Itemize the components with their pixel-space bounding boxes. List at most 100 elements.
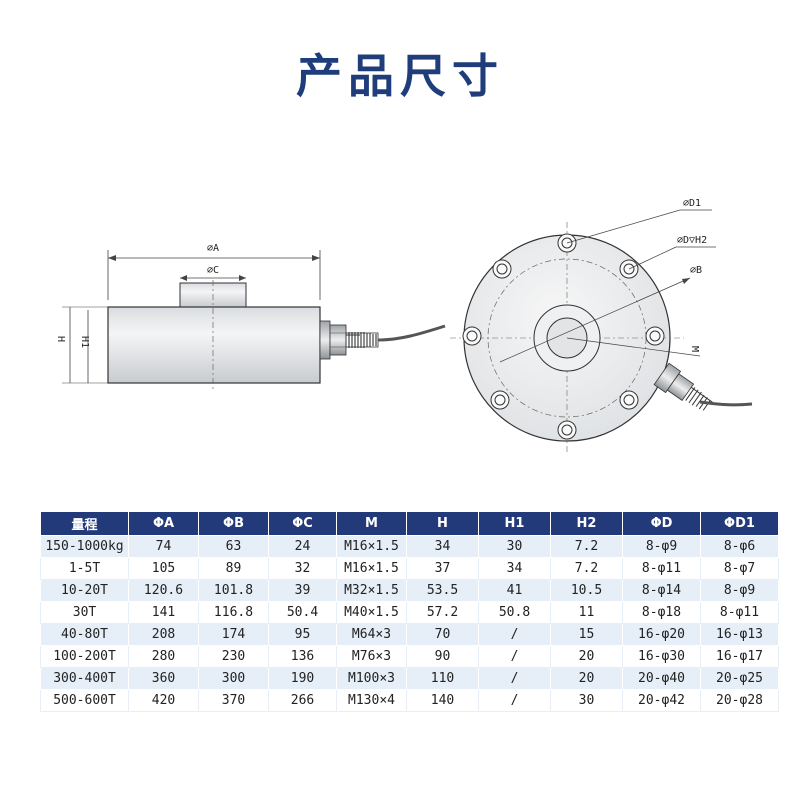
bolt-holes xyxy=(462,233,665,440)
table-cell: 8-φ9 xyxy=(622,535,701,558)
dim-c-label: ⌀C xyxy=(207,265,219,276)
table-cell: 24 xyxy=(268,535,337,558)
table-cell: / xyxy=(478,689,551,712)
table-cell: 280 xyxy=(128,645,199,668)
table-cell: 136 xyxy=(268,645,337,668)
table-cell: 7.2 xyxy=(550,535,623,558)
table-cell: 11 xyxy=(550,601,623,624)
header-h: H xyxy=(406,511,479,536)
table-cell: 1-5T xyxy=(40,557,129,580)
table-cell: M64×3 xyxy=(336,623,407,646)
table-cell: 140 xyxy=(406,689,479,712)
table-cell: 90 xyxy=(406,645,479,668)
table-header-row: 量程 ΦA ΦB ΦC M H H1 H2 ΦD ΦD1 xyxy=(40,511,779,536)
table-cell: 20-φ42 xyxy=(622,689,701,712)
table-cell: 53.5 xyxy=(406,579,479,602)
top-view: ⌀D1 ⌀D▽H2 ⌀B M xyxy=(450,198,753,454)
dim-d-h2-label: ⌀D▽H2 xyxy=(677,235,707,246)
table-cell: 8-φ11 xyxy=(700,601,779,624)
table-cell: M100×3 xyxy=(336,667,407,690)
table-cell: M76×3 xyxy=(336,645,407,668)
table-cell: 16-φ13 xyxy=(700,623,779,646)
table-cell: 20-φ28 xyxy=(700,689,779,712)
header-a: ΦA xyxy=(128,511,199,536)
table-cell: 20-φ25 xyxy=(700,667,779,690)
table-cell: 20 xyxy=(550,667,623,690)
table-cell: 8-φ18 xyxy=(622,601,701,624)
table-cell: 20 xyxy=(550,645,623,668)
table-cell: 110 xyxy=(406,667,479,690)
dim-d1-label: ⌀D1 xyxy=(683,198,701,209)
table-cell: 300-400T xyxy=(40,667,129,690)
table-cell: 8-φ6 xyxy=(700,535,779,558)
header-h2: H2 xyxy=(550,511,623,536)
table-cell: 15 xyxy=(550,623,623,646)
table-cell: 208 xyxy=(128,623,199,646)
table-cell: 230 xyxy=(198,645,269,668)
table-cell: 16-φ20 xyxy=(622,623,701,646)
header-range: 量程 xyxy=(40,511,129,536)
header-b: ΦB xyxy=(198,511,269,536)
table-cell: 74 xyxy=(128,535,199,558)
table-cell: 120.6 xyxy=(128,579,199,602)
table-cell: M16×1.5 xyxy=(336,535,407,558)
table-cell: 8-φ7 xyxy=(700,557,779,580)
table-cell: 8-φ14 xyxy=(622,579,701,602)
table-cell: / xyxy=(478,623,551,646)
table-cell: M16×1.5 xyxy=(336,557,407,580)
table-cell: 360 xyxy=(128,667,199,690)
table-cell: M40×1.5 xyxy=(336,601,407,624)
table-cell: M130×4 xyxy=(336,689,407,712)
dim-b-label: ⌀B xyxy=(690,265,702,276)
table-cell: 50.8 xyxy=(478,601,551,624)
table-cell: 100-200T xyxy=(40,645,129,668)
table-cell: 16-φ17 xyxy=(700,645,779,668)
table-cell: 89 xyxy=(198,557,269,580)
table-cell: 10.5 xyxy=(550,579,623,602)
table-cell: 141 xyxy=(128,601,199,624)
dim-h1-label: H1 xyxy=(79,336,90,348)
table-cell: 70 xyxy=(406,623,479,646)
header-m: M xyxy=(336,511,407,536)
table-cell: 50.4 xyxy=(268,601,337,624)
page-title: 产品尺寸 xyxy=(296,49,504,103)
side-view: ⌀A ⌀C H H1 xyxy=(55,243,446,392)
table-cell: 105 xyxy=(128,557,199,580)
header-d: ΦD xyxy=(622,511,701,536)
table-cell: 500-600T xyxy=(40,689,129,712)
table-cell: 20-φ40 xyxy=(622,667,701,690)
table-cell: 150-1000kg xyxy=(40,535,129,558)
table-cell: 10-20T xyxy=(40,579,129,602)
table-cell: / xyxy=(478,667,551,690)
table-cell: 63 xyxy=(198,535,269,558)
table-cell: 420 xyxy=(128,689,199,712)
table-cell: 16-φ30 xyxy=(622,645,701,668)
header-d1: ΦD1 xyxy=(700,511,779,536)
table-cell: 30 xyxy=(478,535,551,558)
table-cell: / xyxy=(478,645,551,668)
table-cell: 40-80T xyxy=(40,623,129,646)
table-cell: 95 xyxy=(268,623,337,646)
table-cell: 30 xyxy=(550,689,623,712)
table-cell: 266 xyxy=(268,689,337,712)
dim-m-label: M xyxy=(689,346,700,352)
table-cell: 30T xyxy=(40,601,129,624)
table-cell: 174 xyxy=(198,623,269,646)
table-cell: 370 xyxy=(198,689,269,712)
dim-h-label: H xyxy=(55,336,66,342)
table-cell: 101.8 xyxy=(198,579,269,602)
header-h1: H1 xyxy=(478,511,551,536)
table-cell: 39 xyxy=(268,579,337,602)
table-cell: 190 xyxy=(268,667,337,690)
table-cell: 41 xyxy=(478,579,551,602)
